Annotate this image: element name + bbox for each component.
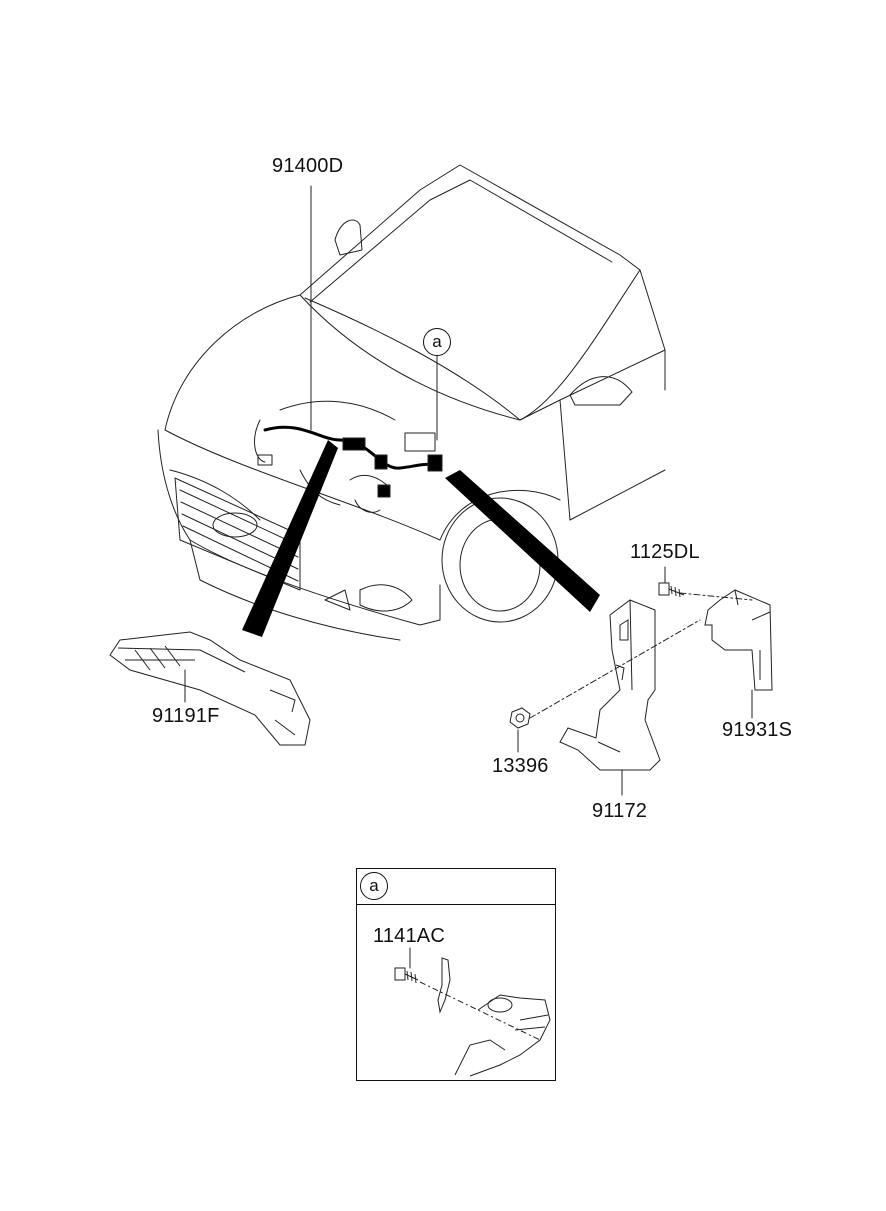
detail-drawing — [394, 957, 551, 1077]
detail-box: a — [356, 868, 556, 1081]
bracket-91191F-drawing — [109, 631, 311, 746]
bolt-1125DL-drawing — [658, 582, 685, 598]
engine-harness-drawing — [254, 400, 443, 513]
callout-a: a — [423, 328, 451, 356]
label-91191F: 91191F — [152, 705, 220, 727]
detail-header: a — [357, 869, 555, 905]
protector-91172-drawing — [559, 599, 661, 771]
label-91931S: 91931S — [722, 719, 793, 741]
connector-band-right — [445, 470, 600, 612]
connector-band-left — [242, 440, 338, 637]
nut-13396-drawing — [509, 707, 531, 729]
label-13396: 13396 — [492, 755, 549, 777]
car-body-drawing — [157, 164, 666, 641]
label-91400D: 91400D — [272, 155, 344, 177]
label-91172: 91172 — [592, 800, 648, 822]
label-1125DL: 1125DL — [630, 541, 700, 563]
detail-callout-a: a — [360, 872, 388, 900]
bracket-91931S-drawing — [704, 589, 773, 691]
label-1141AC: 1141AC — [373, 925, 445, 947]
